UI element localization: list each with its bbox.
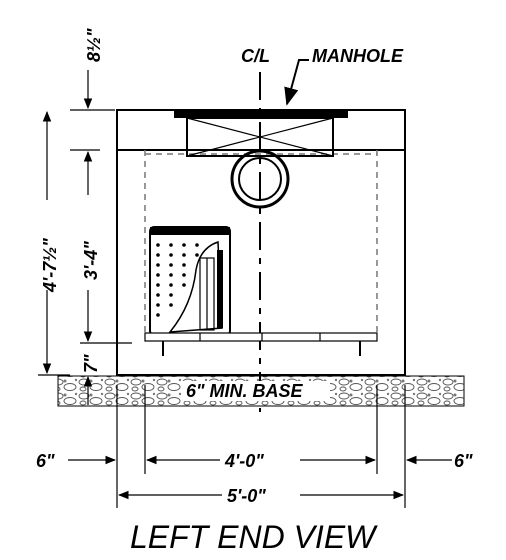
centerline-label: C/L xyxy=(241,46,270,66)
dim-overall-height: 4'-7½" xyxy=(38,110,70,376)
svg-text:8½": 8½" xyxy=(84,28,104,62)
svg-text:5'-0": 5'-0" xyxy=(227,486,266,506)
svg-text:3'-4": 3'-4" xyxy=(81,241,101,280)
base-label: 6" MIN. BASE xyxy=(186,381,304,401)
svg-text:6": 6" xyxy=(454,451,473,471)
dim-overall-width: 5'-0" xyxy=(117,486,405,506)
svg-text:7": 7" xyxy=(81,354,101,373)
view-title: LEFT END VIEW xyxy=(130,519,378,555)
dim-right-clearance: 6" xyxy=(405,451,473,471)
floor-slab xyxy=(144,332,378,356)
equipment-unit xyxy=(149,226,231,336)
svg-text:4'-7½": 4'-7½" xyxy=(40,238,60,293)
dim-floor-height: 7" xyxy=(81,354,101,405)
dim-cover-height: 8½" xyxy=(70,28,115,151)
svg-text:4'-0": 4'-0" xyxy=(224,451,264,471)
manhole-leader xyxy=(284,59,309,106)
dim-interior-width: 4'-0" xyxy=(145,451,377,471)
dim-interior-height: 3'-4" xyxy=(80,150,132,344)
svg-text:6": 6" xyxy=(36,451,55,471)
dim-left-clearance: 6" xyxy=(36,451,117,471)
manhole-label: MANHOLE xyxy=(312,46,404,66)
